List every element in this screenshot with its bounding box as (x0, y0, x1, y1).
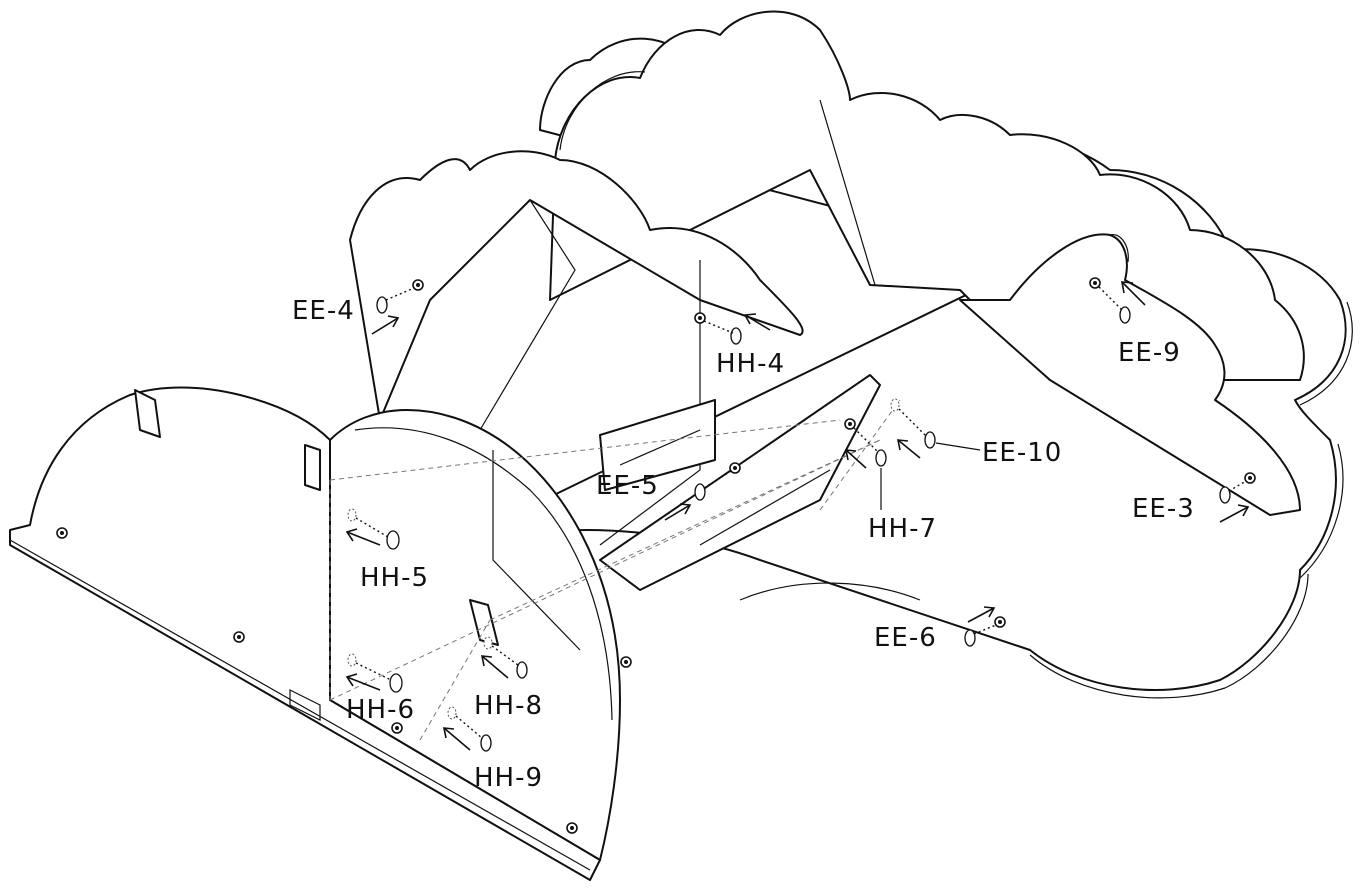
screw-ee9 (1089, 277, 1101, 289)
arrow-ee4 (371, 315, 400, 335)
arrow-ee10 (897, 439, 921, 459)
arrow-hh7 (845, 449, 867, 469)
screw-hh7 (844, 418, 856, 430)
hole-ee10 (890, 398, 900, 412)
screws (56, 277, 1256, 834)
screw-ee3 (1244, 472, 1256, 484)
left-rail-panel (9, 386, 601, 881)
dowel-hh7 (875, 449, 887, 467)
leader-lines (880, 442, 981, 510)
dowel-hh9 (480, 734, 492, 752)
hole-hh8 (483, 636, 493, 650)
dowel-hh6 (389, 673, 403, 693)
arrow-ee3 (1219, 504, 1250, 523)
dowel-connectors (355, 286, 1247, 739)
part-labels: EE-4 HH-4 EE-9 EE-10 EE-5 EE-3 HH-7 HH-5… (292, 296, 1195, 793)
guide-lines (329, 399, 901, 741)
hole-hh9 (447, 706, 457, 720)
arrow-hh5 (345, 528, 381, 546)
screw-ee6 (994, 616, 1006, 628)
left-back-panel (349, 150, 804, 546)
label-ee3: EE-3 (1132, 494, 1195, 524)
dowels (347, 296, 1231, 752)
label-hh4: HH-4 (716, 349, 785, 379)
screw-rail-2 (233, 631, 245, 643)
right-side-panel (959, 233, 1301, 516)
label-ee10: EE-10 (982, 438, 1062, 468)
screw-center (620, 656, 632, 668)
arrow-ee5 (664, 503, 692, 521)
screw-rail-4 (566, 822, 578, 834)
arrow-hh4 (743, 313, 771, 331)
screw-rail-3 (391, 722, 403, 734)
dowel-ee10 (924, 431, 936, 449)
direction-arrows (345, 281, 1250, 751)
label-ee6: EE-6 (874, 623, 937, 653)
arrow-ee9 (1121, 281, 1146, 306)
label-ee9: EE-9 (1118, 338, 1181, 368)
dowel-hh8 (516, 661, 528, 679)
arrow-hh8 (481, 655, 509, 679)
arrow-hh6 (345, 673, 381, 691)
hole-hh6 (347, 653, 357, 667)
arrow-ee6 (967, 606, 996, 623)
dowel-hh5 (386, 530, 400, 550)
label-ee4: EE-4 (292, 296, 355, 326)
front-arch-panel (329, 409, 621, 861)
label-hh9: HH-9 (474, 763, 543, 793)
screw-hh4 (694, 312, 706, 324)
screw-rail-1 (56, 527, 68, 539)
middle-diagonal-panel (599, 374, 921, 601)
dowel-ee5 (694, 483, 706, 501)
label-hh7: HH-7 (868, 514, 937, 544)
label-hh5: HH-5 (360, 563, 429, 593)
arrow-hh9 (443, 727, 471, 751)
hole-hh5 (347, 508, 357, 522)
screw-ee4 (412, 279, 424, 291)
label-hh6: HH-6 (346, 695, 415, 725)
label-hh8: HH-8 (474, 691, 543, 721)
dowel-ee6 (964, 629, 976, 647)
label-ee5: EE-5 (596, 471, 659, 501)
dowel-hh4 (730, 327, 742, 345)
inner-center-panel (599, 399, 716, 491)
screw-ee5 (729, 462, 741, 474)
dowel-ee9 (1119, 306, 1131, 324)
dowel-ee4 (376, 296, 388, 314)
dowel-ee3 (1219, 486, 1231, 504)
